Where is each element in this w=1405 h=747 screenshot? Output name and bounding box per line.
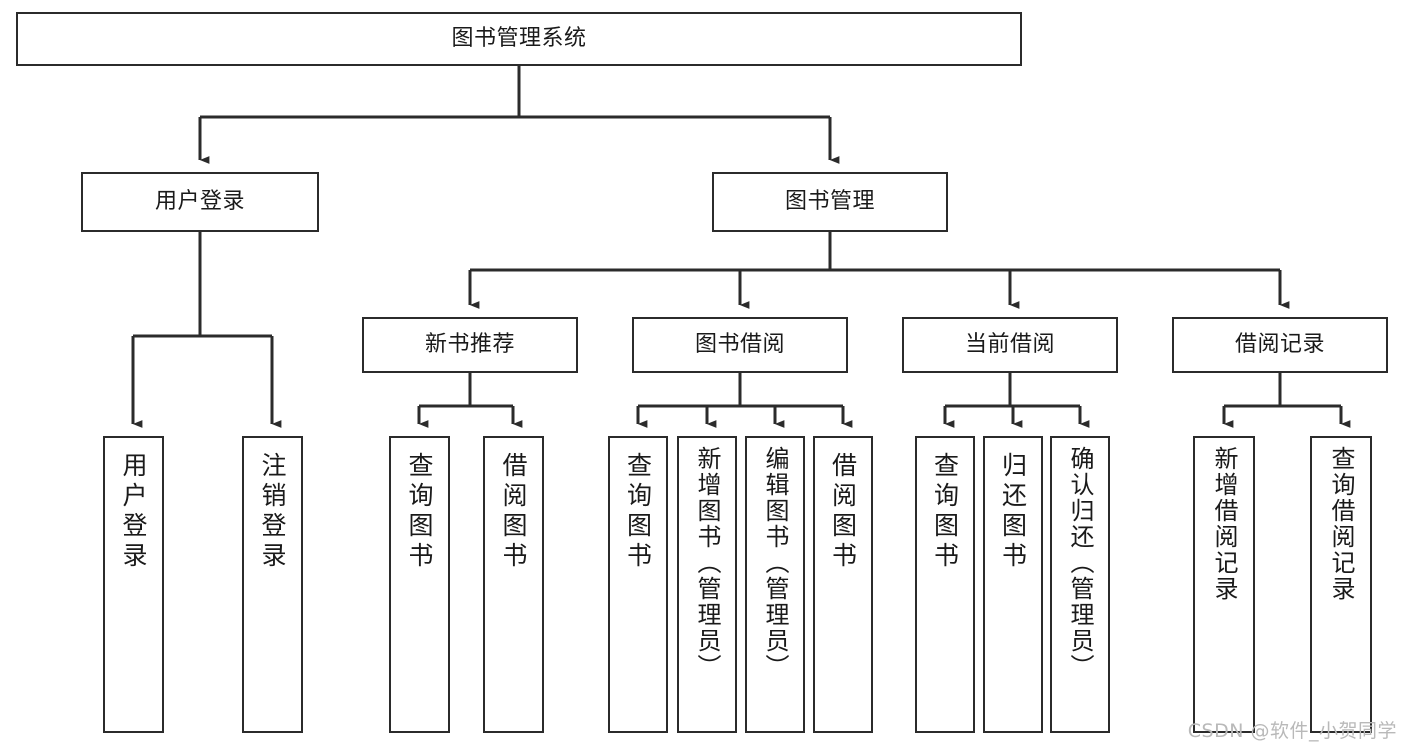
node-leaf-confirm-return[interactable]: 确认归还（管理员） [1050,436,1110,733]
node-current-borrow[interactable]: 当前借阅 [902,317,1118,373]
node-leaf-user-login-label: 用户登录 [119,452,148,572]
node-leaf-confirm-return-label: 确认归还（管理员） [1066,446,1094,680]
node-leaf-user-login[interactable]: 用户登录 [103,436,164,733]
node-leaf-borrow-book-recommend-label: 借阅图书 [499,452,528,572]
node-user-login-label: 用户登录 [154,188,245,214]
node-leaf-borrow-book-label: 借阅图书 [828,452,858,572]
csdn-watermark: CSDN @软件_小贺同学 [1187,720,1397,742]
node-user-login[interactable]: 用户登录 [81,172,319,232]
node-leaf-logout[interactable]: 注销登录 [242,436,303,733]
node-leaf-add-book-label: 新增图书（管理员） [693,446,721,680]
node-leaf-add-book[interactable]: 新增图书（管理员） [677,436,737,733]
node-leaf-edit-book[interactable]: 编辑图书（管理员） [745,436,805,733]
node-root-label: 图书管理系统 [451,25,587,51]
node-leaf-borrow-book[interactable]: 借阅图书 [813,436,873,733]
node-new-book-recommend-label: 新书推荐 [424,331,515,357]
node-leaf-return-book-label: 归还图书 [998,452,1028,572]
node-leaf-add-borrow-record[interactable]: 新增借阅记录 [1193,436,1255,733]
node-leaf-query-book-recommend-label: 查询图书 [405,452,434,572]
node-leaf-query-book-borrow-label: 查询图书 [623,452,653,572]
node-leaf-query-book-borrow[interactable]: 查询图书 [608,436,668,733]
node-leaf-borrow-book-recommend[interactable]: 借阅图书 [483,436,544,733]
node-root[interactable]: 图书管理系统 [16,12,1022,66]
node-borrow-record-label: 借阅记录 [1234,331,1325,357]
node-leaf-query-book-recommend[interactable]: 查询图书 [389,436,450,733]
node-leaf-query-book-current[interactable]: 查询图书 [915,436,975,733]
node-leaf-add-borrow-record-label: 新增借阅记录 [1210,446,1238,602]
node-leaf-edit-book-label: 编辑图书（管理员） [761,446,789,680]
node-book-management[interactable]: 图书管理 [712,172,948,232]
node-book-borrow[interactable]: 图书借阅 [632,317,848,373]
node-leaf-query-book-current-label: 查询图书 [930,452,960,572]
node-book-borrow-label: 图书借阅 [694,331,785,357]
node-borrow-record[interactable]: 借阅记录 [1172,317,1388,373]
node-leaf-query-borrow-record[interactable]: 查询借阅记录 [1310,436,1372,733]
node-leaf-logout-label: 注销登录 [258,452,287,572]
node-leaf-return-book[interactable]: 归还图书 [983,436,1043,733]
node-book-management-label: 图书管理 [784,188,875,214]
node-current-borrow-label: 当前借阅 [964,331,1055,357]
node-leaf-query-borrow-record-label: 查询借阅记录 [1327,446,1355,602]
node-new-book-recommend[interactable]: 新书推荐 [362,317,578,373]
